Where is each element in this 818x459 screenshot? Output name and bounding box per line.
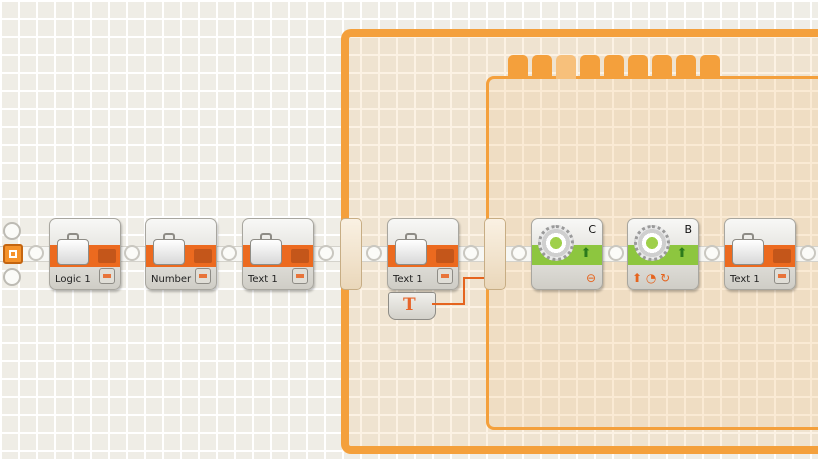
- variable-block-text[interactable]: Text 1: [387, 218, 459, 290]
- switch-tab[interactable]: [628, 55, 648, 79]
- data-hub-plug-icon[interactable]: [194, 249, 212, 263]
- beam-connector-icon: [124, 245, 140, 261]
- switch-tab[interactable]: [700, 55, 720, 79]
- data-port-icon[interactable]: [774, 268, 790, 284]
- beam-connector-icon: [366, 245, 382, 261]
- suitcase-icon: [395, 233, 427, 265]
- data-hub-plug-icon[interactable]: [436, 249, 454, 263]
- switch-entry-divider[interactable]: [484, 218, 506, 290]
- data-hub-plug-icon[interactable]: [98, 249, 116, 263]
- data-port-icon[interactable]: [292, 268, 308, 284]
- suitcase-icon: [732, 233, 764, 265]
- switch-tab[interactable]: [532, 55, 552, 79]
- switch-tab[interactable]: [508, 55, 528, 79]
- switch-tab[interactable]: [652, 55, 672, 79]
- gear-icon: [538, 225, 574, 261]
- text-block-glyph: T: [403, 295, 416, 315]
- data-port-icon[interactable]: [99, 268, 115, 284]
- block-label: Number 1: [151, 274, 201, 285]
- variable-block-text[interactable]: Text 1: [724, 218, 796, 290]
- port-letter: C: [588, 223, 596, 236]
- arrow-up-icon: ⬆: [580, 246, 592, 261]
- data-port-icon[interactable]: [437, 268, 453, 284]
- beam-connector-icon: [221, 245, 237, 261]
- block-label: Logic 1: [55, 274, 91, 285]
- switch-tab[interactable]: [580, 55, 600, 79]
- block-label: Text 1: [393, 274, 423, 285]
- variable-block-text[interactable]: Text 1: [242, 218, 314, 290]
- beam-connector-icon: [511, 245, 527, 261]
- beam-connector-icon: [318, 245, 334, 261]
- data-wire: [463, 277, 465, 305]
- switch-tab-active[interactable]: [556, 55, 576, 79]
- data-hub-plug-icon[interactable]: [773, 249, 791, 263]
- port-letter: B: [684, 223, 692, 236]
- suitcase-icon: [250, 233, 282, 265]
- data-hub-plug-icon[interactable]: [291, 249, 309, 263]
- start-point-icon[interactable]: [3, 244, 23, 264]
- switch-tab[interactable]: [676, 55, 696, 79]
- beam-connector-icon: [463, 245, 479, 261]
- motor-block-c[interactable]: C ⬆ ⊖: [531, 218, 603, 290]
- variable-block-logic[interactable]: Logic 1: [49, 218, 121, 290]
- text-data-block[interactable]: T: [388, 292, 436, 320]
- data-port-icon[interactable]: [195, 268, 211, 284]
- loop-entry-divider[interactable]: [340, 218, 362, 290]
- suitcase-icon: [153, 233, 185, 265]
- variable-block-number[interactable]: Number 1: [145, 218, 217, 290]
- block-label: Text 1: [248, 274, 278, 285]
- arrow-up-icon: ⬆: [676, 246, 688, 261]
- motor-direction-icons: ⬆ ◔ ↻: [632, 271, 671, 285]
- beam-connector-icon: [800, 245, 816, 261]
- block-label: Text 1: [730, 274, 760, 285]
- suitcase-icon: [57, 233, 89, 265]
- switch-tab[interactable]: [604, 55, 624, 79]
- data-wire: [463, 277, 489, 279]
- start-connector-icon[interactable]: [3, 222, 21, 240]
- beam-connector-icon: [704, 245, 720, 261]
- start-connector-icon[interactable]: [3, 268, 21, 286]
- gear-icon: [634, 225, 670, 261]
- stop-icon: ⊖: [585, 271, 596, 285]
- beam-connector-icon: [28, 245, 44, 261]
- beam-connector-icon: [608, 245, 624, 261]
- motor-block-b[interactable]: B ⬆ ⬆ ◔ ↻: [627, 218, 699, 290]
- data-wire: [432, 303, 465, 305]
